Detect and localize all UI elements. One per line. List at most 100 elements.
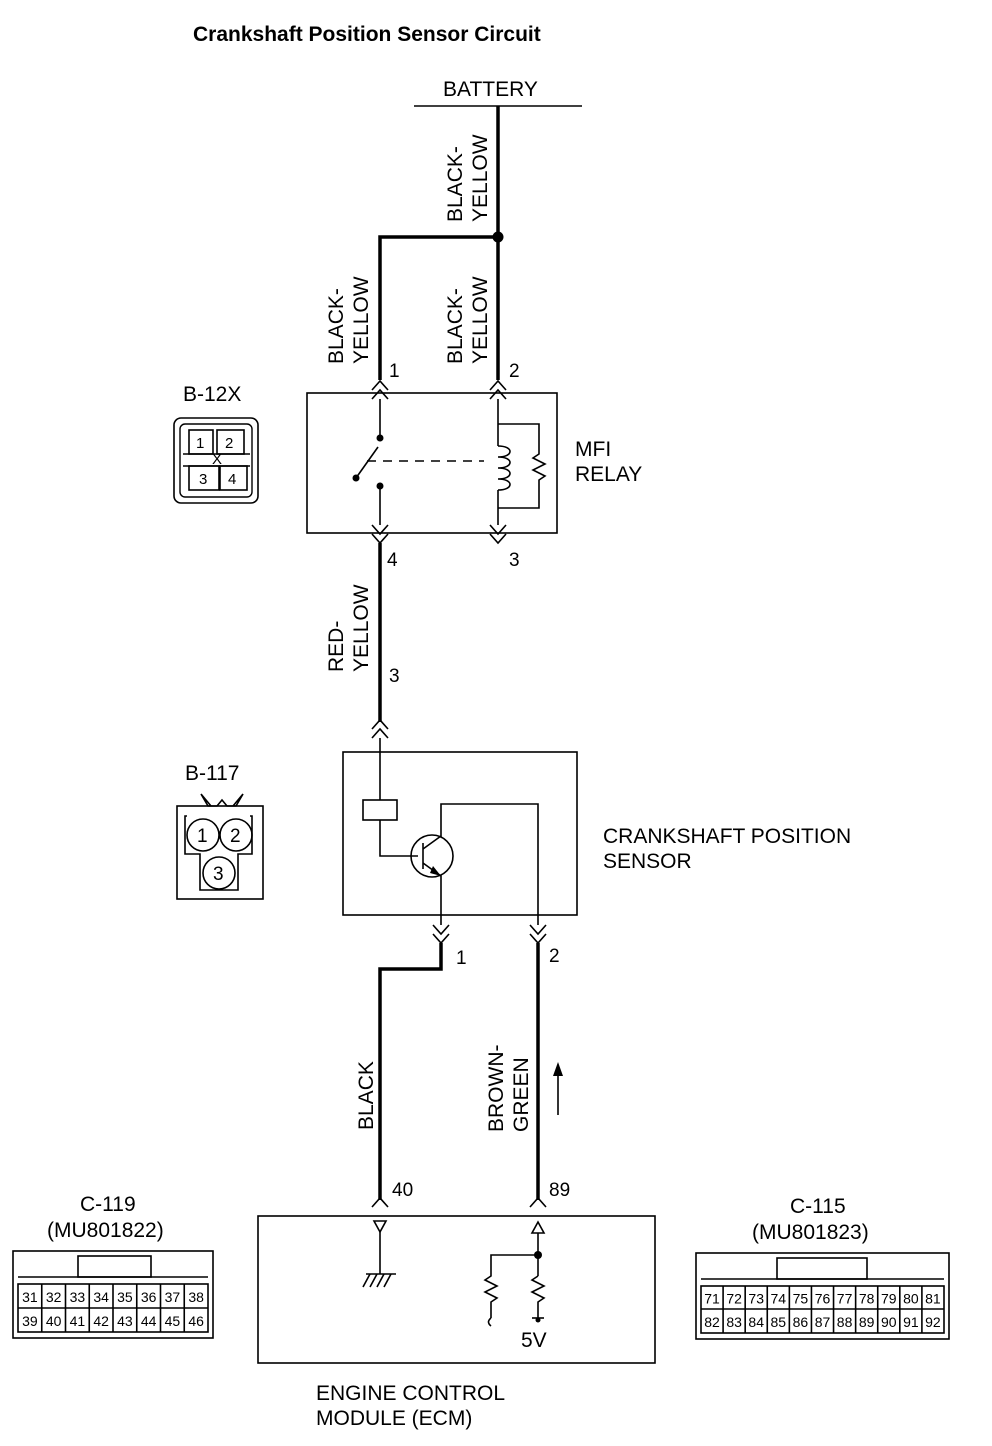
relay-name-line1: MFI (575, 438, 611, 461)
signal-direction-arrow-icon (553, 1062, 563, 1115)
ecm (257, 1215, 656, 1364)
relay-pin-3: 3 (509, 550, 520, 571)
connector-arrow-icon (529, 924, 547, 945)
c115-pin-number: 73 (748, 1291, 764, 1307)
wire-label-relay-pin2-2: YELLOW (469, 276, 492, 364)
c119-pin-number: 39 (22, 1313, 38, 1329)
c115-pin-number: 88 (837, 1314, 853, 1330)
c115-pin-number: 86 (793, 1314, 809, 1330)
b12x-mark: X (212, 451, 222, 468)
c115-pin-number: 74 (771, 1291, 787, 1307)
c119-pin-number: 31 (22, 1289, 38, 1305)
c115-pin-number: 81 (925, 1291, 941, 1307)
connector-b117-id: B-117 (185, 762, 239, 785)
c119-pin-number: 38 (188, 1289, 204, 1305)
wire-label-battery-feed-1: BLACK- (444, 146, 467, 222)
relay-name-line2: RELAY (575, 463, 642, 486)
c119-pin-number: 34 (93, 1289, 109, 1305)
c115-pin-number: 84 (748, 1314, 764, 1330)
connector-arrow-icon (371, 524, 389, 545)
c119-pin-number: 45 (165, 1313, 181, 1329)
connector-c119-id: C-119 (80, 1193, 136, 1216)
ecm-name-line1: ENGINE CONTROL (316, 1382, 505, 1405)
c119-pin-grid: 31 32 33 34 35 36 37 38 39 40 41 42 43 44 45 46 (22, 1284, 204, 1332)
c115-pin-number: 80 (903, 1291, 919, 1307)
b12x-cell-4: 4 (228, 471, 236, 488)
connector-arrow-icon (371, 718, 389, 739)
connector-b12x (173, 417, 259, 504)
c115-pin-number: 90 (881, 1314, 897, 1330)
sensor-pin-2: 2 (549, 946, 560, 967)
c115-pin-number: 85 (771, 1314, 787, 1330)
battery-feed-wire (378, 106, 504, 380)
b117-cell-2: 2 (230, 826, 241, 847)
c115-pin-grid: 71 72 73 74 75 76 77 78 79 80 81 82 83 84 85 86 87 88 89 90… (704, 1286, 941, 1333)
connector-arrow-icon (529, 1196, 547, 1208)
connector-c115 (695, 1252, 950, 1340)
c115-pin-number: 78 (859, 1291, 875, 1307)
c115-pin-number: 89 (859, 1314, 875, 1330)
ecm-pin-signal: 89 (549, 1180, 570, 1201)
wire-label-relay-pin1-2: YELLOW (350, 276, 373, 364)
c119-pin-number: 36 (141, 1289, 157, 1305)
relay-pin-4: 4 (387, 550, 398, 571)
c119-pin-number: 37 (165, 1289, 181, 1305)
sensor-name-line2: SENSOR (603, 850, 692, 873)
relay-pin-2: 2 (509, 361, 520, 382)
c115-pin-number: 83 (726, 1314, 742, 1330)
b12x-cell-3: 3 (199, 471, 207, 488)
wire-label-battery-feed-2: YELLOW (469, 134, 492, 222)
relay-pin-1: 1 (389, 361, 400, 382)
c115-pin-number: 79 (881, 1291, 897, 1307)
c119-pin-number: 32 (46, 1289, 62, 1305)
battery-label: BATTERY (443, 78, 538, 101)
wire-label-signal-1: BROWN- (485, 1045, 508, 1133)
connector-arrow-icon (432, 924, 450, 945)
connector-arrow-icon (489, 379, 507, 400)
c119-pin-number: 43 (117, 1313, 133, 1329)
c119-pin-number: 42 (93, 1313, 109, 1329)
c119-pin-number: 35 (117, 1289, 133, 1305)
c119-pin-number: 46 (188, 1313, 204, 1329)
c115-pin-number: 82 (704, 1314, 720, 1330)
connector-c115-part: (MU801823) (752, 1221, 869, 1244)
c115-pin-number: 71 (704, 1291, 720, 1307)
c115-pin-number: 75 (793, 1291, 809, 1307)
wire-label-relay-sensor-1: RED- (325, 621, 348, 672)
mfi-relay (306, 379, 558, 545)
connector-c115-id: C-115 (790, 1195, 846, 1218)
sensor-pin-3: 3 (389, 666, 400, 687)
ecm-pin-ground: 40 (392, 1180, 413, 1201)
c119-pin-number: 40 (46, 1313, 62, 1329)
b117-cell-1: 1 (197, 826, 208, 847)
sensor-pin-1: 1 (456, 948, 467, 969)
c115-pin-number: 72 (726, 1291, 742, 1307)
sensor-name-line1: CRANKSHAFT POSITION (603, 825, 851, 848)
ground-symbol-icon (362, 1273, 396, 1288)
wire-label-relay-sensor-2: YELLOW (350, 584, 373, 672)
c119-pin-number: 41 (70, 1313, 86, 1329)
connector-arrow-icon (489, 524, 507, 545)
connector-c119-part: (MU801822) (47, 1219, 164, 1242)
wire-label-relay-pin2-1: BLACK- (444, 288, 467, 364)
c115-pin-number: 76 (815, 1291, 831, 1307)
ecm-voltage: 5V (521, 1329, 547, 1352)
diagram-title: Crankshaft Position Sensor Circuit (193, 23, 541, 46)
ecm-name-line2: MODULE (ECM) (316, 1407, 472, 1430)
c115-pin-number: 91 (903, 1314, 919, 1330)
crankshaft-sensor (342, 718, 578, 945)
c115-pin-number: 87 (815, 1314, 831, 1330)
connector-b117 (176, 793, 264, 900)
ground-wire (378, 943, 443, 1200)
b12x-cell-2: 2 (225, 435, 233, 452)
b117-cell-3: 3 (213, 864, 224, 885)
c115-pin-number: 92 (925, 1314, 941, 1330)
c115-pin-number: 77 (837, 1291, 853, 1307)
wire-label-relay-pin1-1: BLACK- (325, 288, 348, 364)
wire-label-ground: BLACK (355, 1061, 378, 1130)
c119-pin-number: 33 (70, 1289, 86, 1305)
c119-pin-number: 44 (141, 1313, 157, 1329)
connector-arrow-icon (371, 379, 389, 400)
connector-arrow-icon (371, 1196, 389, 1208)
wire-label-signal-2: GREEN (510, 1057, 533, 1132)
